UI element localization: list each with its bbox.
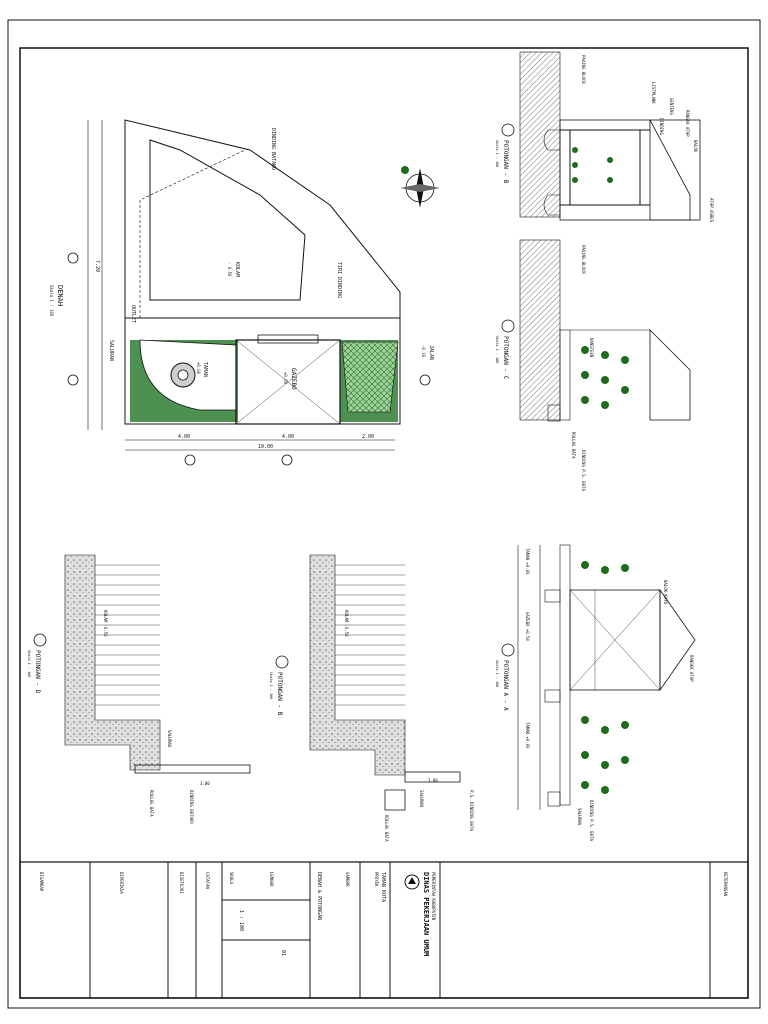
drawing-name: DENAH & POTONGAN bbox=[316, 872, 322, 920]
section-b-bottom-dinding: P.S. DINDING BATA bbox=[469, 790, 474, 832]
section-a-gazebo: GAZEBO +0.50 bbox=[525, 612, 530, 641]
section-b-bottom-scale: Skala 1 : 100 bbox=[269, 672, 273, 699]
label-tiri-dinding: TIRI DINDING bbox=[336, 262, 342, 298]
approved-label: DISETUJUI bbox=[179, 872, 184, 894]
dim-seg2: 4.00 bbox=[282, 434, 294, 440]
section-d: POTONGAN - D Skala 1 : 100 KOLAM -0.50 S… bbox=[27, 554, 251, 824]
label-taman: TAMAN bbox=[202, 362, 208, 377]
section-b-top-title: POTONGAN - B bbox=[502, 140, 509, 184]
label-dinding-batako: DINDING BATAKO bbox=[270, 128, 276, 170]
section-c-scale: Skala 1 : 100 bbox=[495, 336, 499, 363]
plan-drawing: DENAH Skala 1 : 100 DINDING BATAKO KOLAM… bbox=[49, 119, 434, 466]
label-kolam: KOLAM bbox=[234, 262, 240, 277]
label-taman-elev: +0.00 bbox=[196, 362, 201, 375]
section-a-taman-kanan: TAMAN +0.00 bbox=[525, 722, 530, 749]
legend-label: KETERANGAN bbox=[723, 872, 728, 897]
section-d-water-lines bbox=[95, 564, 160, 706]
section-a-dinding: DINDING P.S. BATA bbox=[589, 800, 594, 842]
section-b-top-scale: Skala 1 : 100 bbox=[495, 140, 499, 167]
section-b-top-atap: ATAP ASBES bbox=[709, 198, 714, 223]
section-d-dinding: DINDING BATAKO bbox=[189, 790, 194, 824]
agency-logo-icon bbox=[404, 874, 420, 890]
agency-name: DINAS PEKERJAAN UMUM bbox=[422, 872, 430, 956]
section-b-top-listplank: LISTPLANK bbox=[651, 82, 656, 104]
sheet-label: LEMBAR bbox=[269, 872, 274, 887]
section-b-top-paving: PAVING BLOCK bbox=[581, 55, 586, 84]
section-b-bottom-saluran: SALURAN bbox=[419, 790, 424, 807]
section-c-title: POTONGAN - C bbox=[502, 336, 509, 380]
section-d-dim: 3.00 bbox=[200, 781, 210, 786]
section-b-top-rangka: RANGKA ATAP bbox=[685, 110, 690, 137]
section-b-bottom-rollag: ROLLAG BATA bbox=[384, 815, 389, 842]
plan-scale: Skala 1 : 100 bbox=[49, 285, 54, 317]
section-b-top-dinding: DINDING bbox=[659, 118, 664, 135]
dim-left: 7.20 bbox=[94, 260, 100, 272]
section-d-title: POTONGAN - D bbox=[34, 650, 41, 694]
plan-title: DENAH bbox=[56, 285, 64, 306]
section-a-taman-kiri: TAMAN +0.00 bbox=[525, 548, 530, 575]
section-c-rollag: ROLLAG BATA bbox=[571, 432, 576, 459]
section-a-saluran: SALURAN bbox=[577, 808, 582, 825]
section-b-bottom-kolam: KOLAM -0.50 bbox=[344, 610, 349, 637]
section-c-kansteen: KANSTEEN bbox=[589, 338, 594, 358]
section-b-top-balok: BALOK bbox=[693, 140, 698, 153]
section-d-saluran: SALURAN bbox=[167, 730, 172, 747]
section-b-bottom: POTONGAN - B Skala 1 : 100 KOLAM -0.50 S… bbox=[269, 554, 474, 842]
label-jalan-elev: -0.10 bbox=[421, 345, 426, 358]
label-jalan: JALAN bbox=[428, 345, 434, 360]
agency-header: PEMERINTAH KABUPATEN bbox=[431, 872, 436, 921]
title-block: DINAS PEKERJAAN UMUM PEMERINTAH KABUPATE… bbox=[19, 861, 749, 999]
project-label: PROYEK bbox=[374, 872, 379, 887]
scale-label: SKALA bbox=[229, 872, 234, 885]
section-a-balok: BALOK KAYU bbox=[663, 580, 668, 605]
section-a-title: POTONGAN A - A bbox=[502, 660, 509, 711]
dim-seg1: 4.00 bbox=[178, 434, 190, 440]
section-d-scale: Skala 1 : 100 bbox=[27, 650, 31, 677]
section-b-top-genteng: GENTENG bbox=[669, 98, 674, 115]
section-a-scale: Skala 1 : 100 bbox=[495, 660, 499, 687]
section-c-dinding: DINDING P.S. BATA bbox=[581, 450, 586, 492]
notes-label: CATATAN bbox=[205, 872, 210, 889]
section-a-a: POTONGAN A - A Skala 1 : 100 TAMAN +0.00… bbox=[495, 544, 696, 842]
section-b-top: POTONGAN - B Skala 1 : 100 PAVING BLOCK … bbox=[401, 51, 714, 223]
scale-value: 1 : 100 bbox=[238, 910, 244, 931]
label-kolam-elev: - 0.50 bbox=[227, 262, 232, 277]
label-outlet: OUTLET bbox=[130, 305, 136, 323]
section-b-bottom-title: POTONGAN - B bbox=[276, 672, 283, 716]
sheet-value: 01 bbox=[280, 950, 286, 956]
north-arrow-icon bbox=[400, 168, 440, 208]
section-c-paving: PAVING BLOCK bbox=[581, 245, 586, 274]
section-d-rollag: ROLLAG BATA bbox=[149, 790, 154, 817]
outer-border bbox=[7, 19, 761, 1009]
section-a-rangka: RANGKA ATAP bbox=[689, 655, 694, 682]
drawn-label: DIGAMBAR bbox=[39, 872, 44, 892]
drawing-label: GAMBAR bbox=[345, 872, 350, 887]
section-c: POTONGAN - C Skala 1 : 100 PAVING BLOCK … bbox=[495, 239, 691, 492]
label-gazebo: GAZEBO bbox=[290, 368, 297, 390]
dim-seg3: 2.00 bbox=[362, 434, 374, 440]
section-d-kolam: KOLAM -0.50 bbox=[103, 610, 108, 637]
project-name: TAMAN KOTA bbox=[380, 872, 386, 902]
section-b-bottom-dim: 3.00 bbox=[428, 778, 438, 783]
label-gazebo-elev: +0.50 bbox=[283, 372, 288, 385]
label-saluran: SALURAN bbox=[108, 340, 114, 361]
checked-label: DIPERIKSA bbox=[119, 872, 124, 894]
inner-border bbox=[19, 47, 749, 999]
dim-total: 10.00 bbox=[258, 444, 273, 450]
section-b-water-lines bbox=[335, 564, 405, 706]
